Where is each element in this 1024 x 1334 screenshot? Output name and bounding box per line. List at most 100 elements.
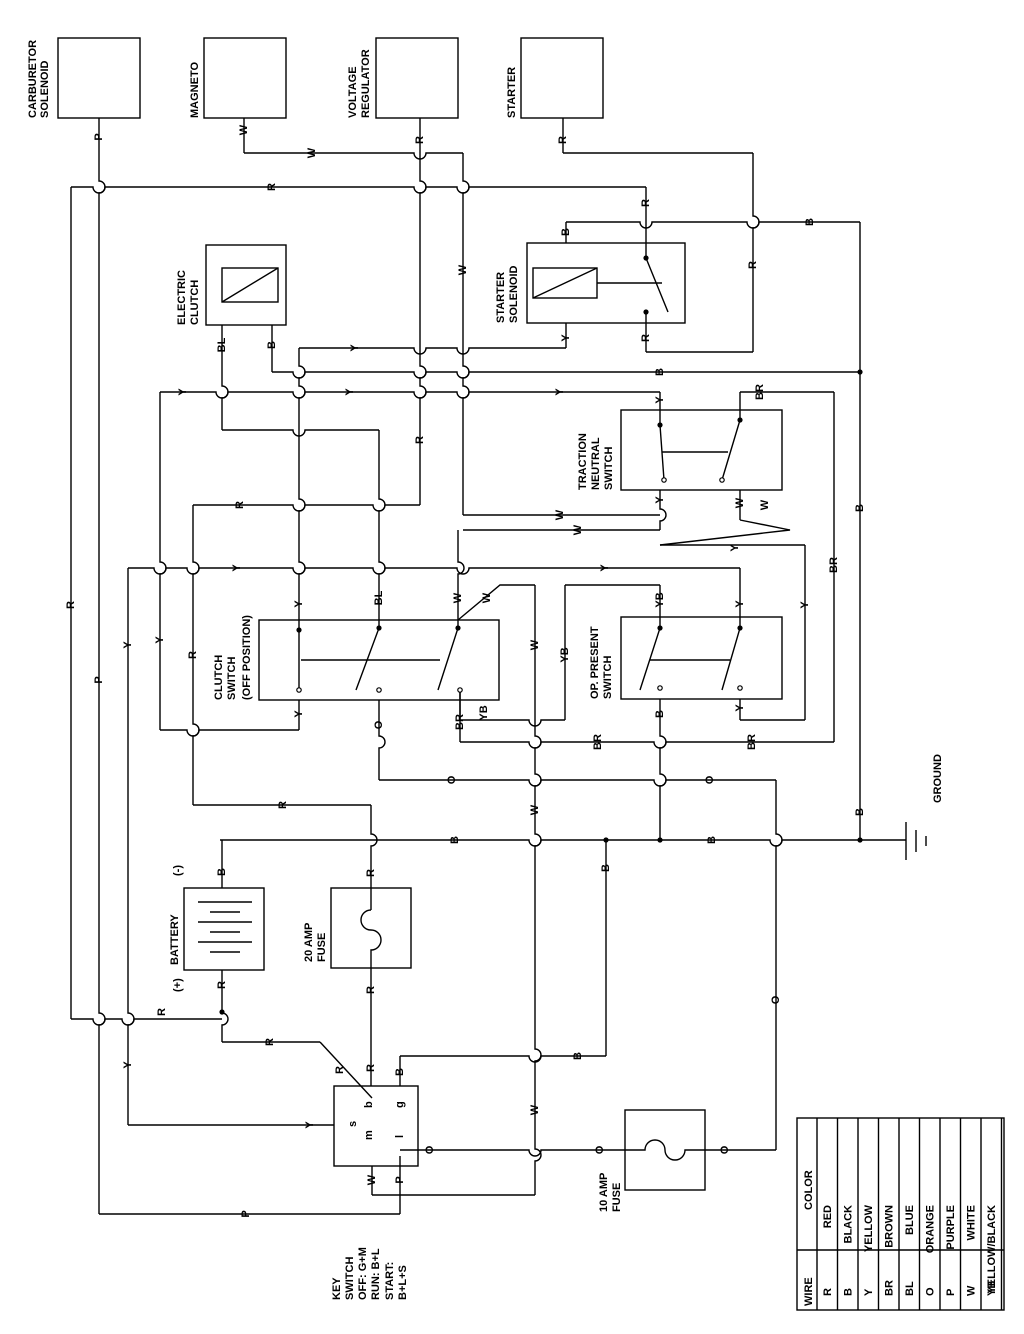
wire-code-label: Y <box>734 704 746 712</box>
wire-b-1056 <box>400 1055 606 1063</box>
fuse-10-label-2: FUSE <box>611 1183 623 1212</box>
wire-r-fuse20-top <box>370 805 378 888</box>
color-legend: WIRE COLOR RREDBBLACKYYELLOWBRBROWNBLBLU… <box>796 1117 1005 1311</box>
wire-y-348 <box>299 347 566 355</box>
op-present-label-1: OP. PRESENT <box>589 626 601 699</box>
junction-dot <box>643 255 649 261</box>
fuse-10-label-1: 10 AMP <box>598 1173 610 1212</box>
wire-code-label: P <box>93 676 105 683</box>
legend-wire-code: O <box>925 1287 937 1296</box>
key-switch-label-6: B+L+S <box>397 1265 409 1300</box>
wire-code-label: B <box>394 1068 406 1076</box>
wire-y-392 <box>160 391 660 399</box>
wire-code-label: R <box>234 501 246 509</box>
op-present-label-2: SWITCH <box>602 656 614 699</box>
wire-code-label: Y <box>122 641 134 649</box>
wire-code-label: R <box>747 261 759 269</box>
wire-code-label: W <box>457 264 469 275</box>
fuse-20-element <box>360 888 382 968</box>
wire-code-label: R <box>65 601 77 609</box>
legend-color-name: RED <box>822 1205 834 1228</box>
legend-color-name: BLACK <box>843 1205 855 1244</box>
wire-code-label: Y <box>349 344 361 352</box>
wire-o-776 <box>775 780 783 1150</box>
wire-code-label: B <box>654 710 666 718</box>
fuse-10-element <box>625 1139 705 1161</box>
wire-code-label: P <box>240 1210 252 1217</box>
wire-b-840 <box>220 839 906 847</box>
wire-code-label: BR <box>746 734 758 750</box>
wire-code-label: R <box>365 1064 377 1072</box>
wire-code-label: B <box>572 1052 584 1060</box>
voltage-regulator-label-1: VOLTAGE <box>347 66 359 118</box>
junction-dot <box>296 627 302 633</box>
junction-dot <box>737 417 743 423</box>
wire-code-label: B <box>706 836 718 844</box>
junction-dot <box>643 309 649 315</box>
legend-wire-code: BR <box>884 1280 896 1296</box>
wire-code-label: B <box>854 504 866 512</box>
ground-symbol <box>905 822 927 860</box>
wire-w-magneto-h <box>244 152 463 160</box>
wire-bl-h <box>222 429 379 437</box>
junction-dot <box>857 837 863 843</box>
wire-code-label: R <box>640 334 652 342</box>
wire-code-label: P <box>394 1176 406 1183</box>
junction-dot <box>657 422 663 428</box>
wire-code-label: Y <box>293 710 305 718</box>
wire-code-label: B <box>560 228 572 236</box>
junction-dot <box>376 625 382 631</box>
wire-code-label: R <box>365 869 377 877</box>
wire-code-label: B <box>449 836 461 844</box>
wire-code-label: Y <box>177 388 189 396</box>
traction-neutral-label-3: SWITCH <box>603 447 615 490</box>
starter-box <box>520 37 604 119</box>
wire-code-label: O <box>424 1145 436 1154</box>
key-switch-label-1: KEY <box>331 1277 343 1300</box>
starter-label: STARTER <box>506 67 518 118</box>
wire-code-label: O <box>704 775 716 784</box>
voltage-regulator-label-2: REGULATOR <box>360 49 372 118</box>
key-terminal-s: s <box>347 1121 359 1127</box>
wire-code-label: BR <box>828 557 840 573</box>
wire-y-568 <box>128 567 740 575</box>
wire-code-label: R <box>557 136 569 144</box>
key-switch-label-3: OFF: G+M <box>357 1247 369 1300</box>
wire-code-label: W <box>238 124 250 135</box>
clutch-switch-label-1: CLUTCH <box>213 655 225 700</box>
wire-y-128 <box>127 568 135 1125</box>
wire-traction-bottom <box>659 490 667 530</box>
wire-code-label: B <box>654 368 666 376</box>
carburetor-solenoid-label-2: SOLENOID <box>39 60 51 118</box>
wire-o-780 <box>379 779 776 787</box>
contact-dot <box>296 687 302 693</box>
key-terminal-g: g <box>394 1101 406 1108</box>
starter-solenoid-label-1: STARTER <box>495 272 507 323</box>
wire-code-label: R <box>156 1008 168 1016</box>
wire-code-label: W <box>572 524 584 535</box>
electric-clutch-label-2: CLUTCH <box>189 280 201 325</box>
wire-code-label: YB <box>478 705 490 720</box>
legend-wire-code: Y <box>863 1288 875 1296</box>
contact-dot <box>737 685 743 691</box>
wire-code-label: R <box>266 183 278 191</box>
key-switch-box <box>333 1085 419 1167</box>
key-switch-label-4: RUN: B+L <box>370 1248 382 1300</box>
legend-color-name: PURPLE <box>945 1205 957 1250</box>
wire-br-742 <box>460 741 834 749</box>
wire-code-label: R <box>277 801 289 809</box>
key-switch-label-2: SWITCH <box>344 1257 356 1300</box>
wire-code-label: W <box>734 497 746 508</box>
legend-wire-code: B <box>843 1288 855 1296</box>
wire-code-label: Y <box>654 396 666 404</box>
op-present-switch-box <box>620 616 783 700</box>
wire-w-traction-diag <box>659 519 791 546</box>
wire-r-193 <box>192 505 200 805</box>
legend-color-name: ORANGE <box>925 1205 937 1253</box>
wire-r-battery <box>221 970 229 1042</box>
key-terminal-b: b <box>363 1101 375 1108</box>
wire-code-label: W <box>759 499 771 510</box>
wire-code-label: R <box>264 1038 276 1046</box>
junction-dot <box>219 1009 225 1015</box>
